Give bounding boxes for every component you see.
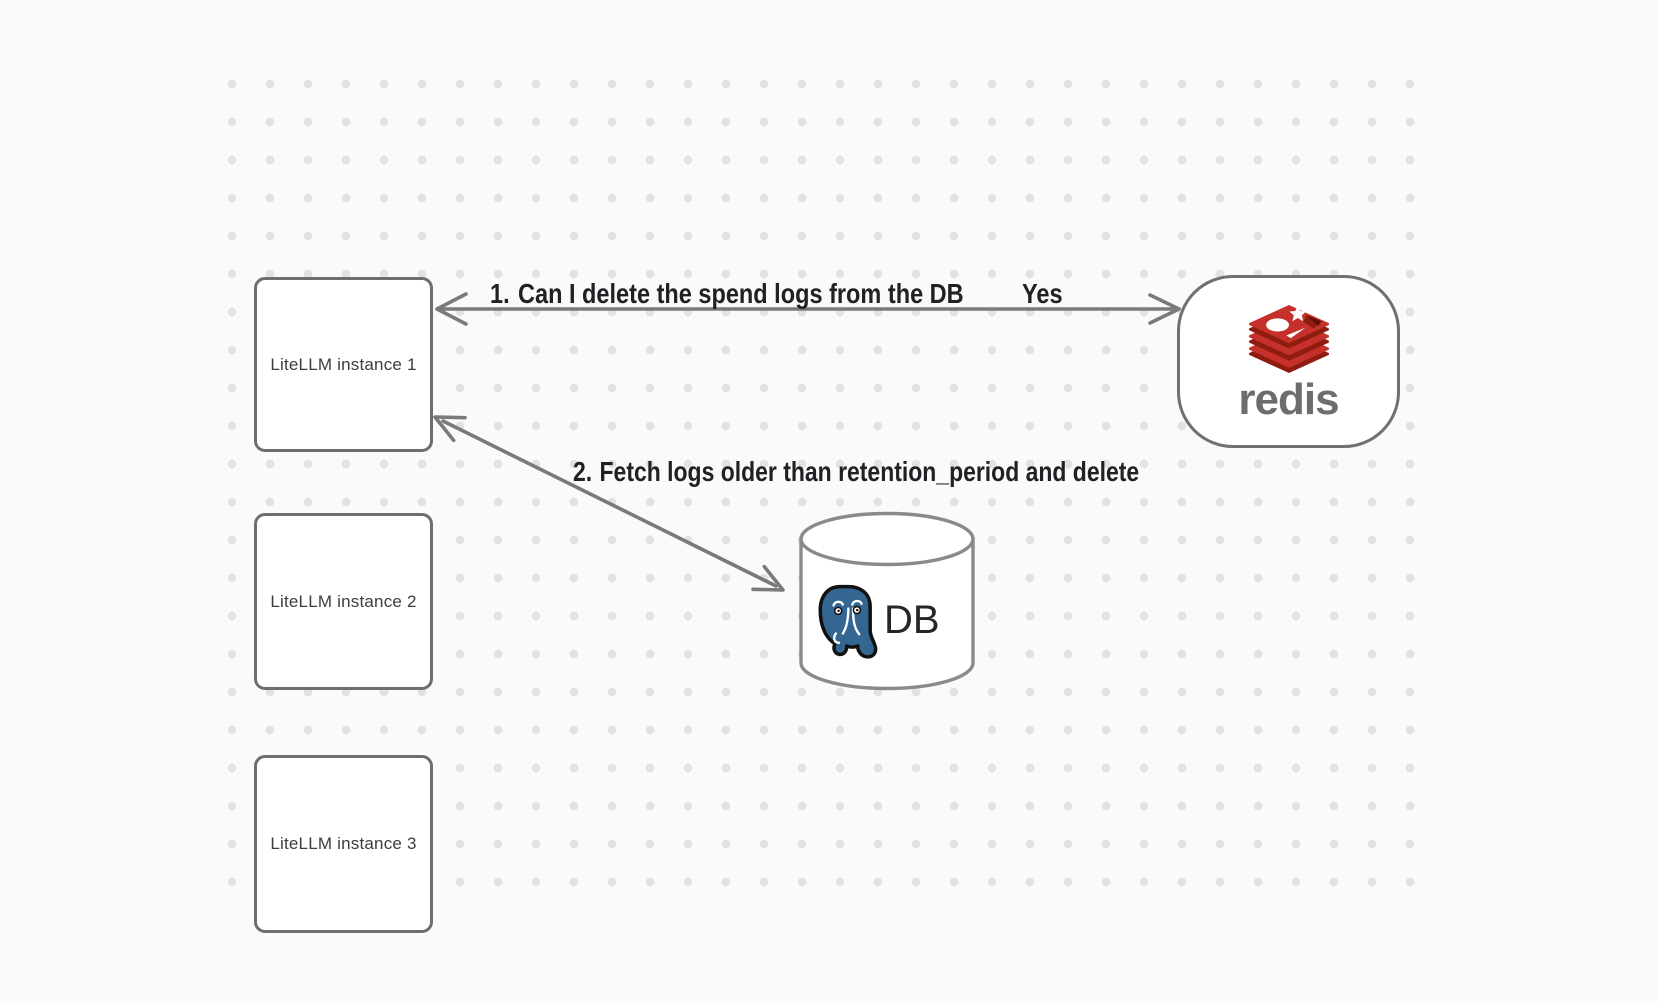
litellm-instance-3-box[interactable]: LiteLLM instance 3 [254,755,433,933]
arrow-2-number: 2. [573,456,593,487]
arrow-1-label[interactable]: 1. Can I delete the spend logs from the D… [490,278,964,310]
arrow-1-number: 1. [490,278,510,309]
arrow-1[interactable] [435,292,1181,326]
arrow-2-text: Fetch logs older than retention_period a… [599,456,1140,487]
postgresql-elephant-icon [818,584,878,659]
litellm-instance-1-box[interactable]: LiteLLM instance 1 [254,277,433,452]
db-label: DB [884,598,940,642]
arrow-2[interactable] [433,415,785,592]
litellm-instance-2-box[interactable]: LiteLLM instance 2 [254,513,433,690]
arrow-1-response[interactable]: Yes [1022,278,1063,309]
arrowhead-downright-icon [751,564,785,592]
litellm-instance-1-label: LiteLLM instance 1 [270,354,417,374]
redis-node[interactable]: redis [1177,275,1400,448]
postgres-db-node[interactable]: DB [797,511,977,693]
litellm-instance-2-label: LiteLLM instance 2 [270,591,417,611]
redis-wordmark: redis [1238,374,1339,424]
arrow-2-label[interactable]: 2.Fetch logs older than retention_period… [573,456,1139,488]
redis-stack-icon [1248,304,1329,373]
arrowhead-upleft-icon [433,415,467,443]
arrowhead-left-icon [435,292,468,326]
arrow-1-text: Can I delete the spend logs from the DB [518,278,964,309]
litellm-instance-3-label: LiteLLM instance 3 [270,834,417,853]
arrowhead-right-icon [1148,293,1181,325]
